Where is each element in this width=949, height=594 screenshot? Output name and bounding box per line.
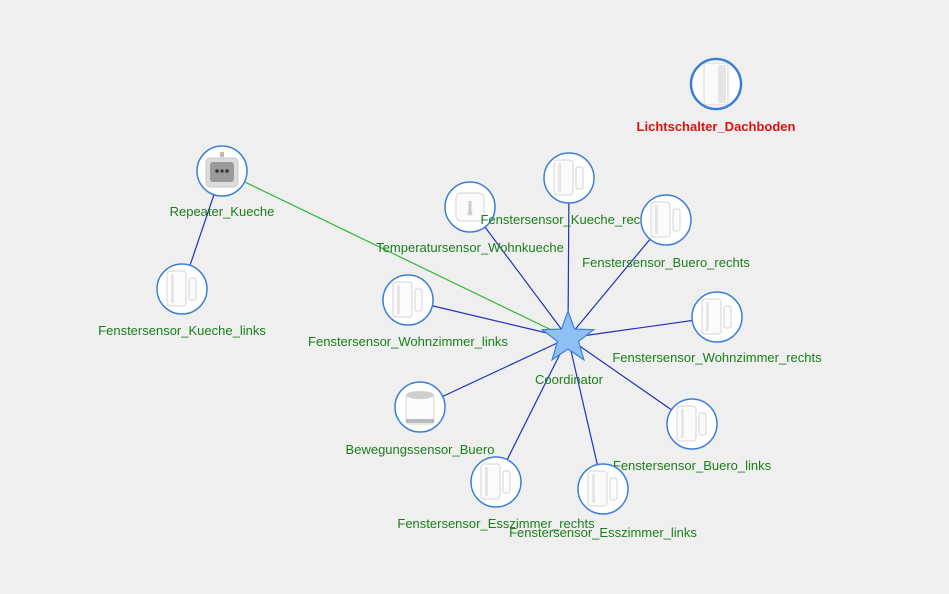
link-coordinator-fenstersensor-esszimmer-rechts	[495, 337, 569, 483]
coordinator-node[interactable]: Coordinator	[535, 309, 604, 387]
node-label: Fenstersensor_Esszimmer_rechts	[397, 516, 595, 531]
motion-sensor-icon	[405, 391, 435, 425]
link-coordinator-repeater-kueche	[221, 170, 569, 339]
device-node-repeater-kueche[interactable]: Repeater_Kueche	[170, 145, 275, 219]
light-switch-icon	[703, 62, 729, 106]
node-label: Fenstersensor_Buero_rechts	[582, 255, 750, 270]
node-label: Fenstersensor_Kueche_rechts	[480, 212, 658, 227]
nodes-layer: Repeater_KuecheFenstersensor_Kueche_link…	[98, 57, 822, 540]
device-node-temperatursensor-wohnkueche[interactable]: Temperatursensor_Wohnkueche	[376, 181, 564, 255]
star-icon	[540, 309, 596, 362]
device-node-fenstersensor-esszimmer-links[interactable]: Fenstersensor_Esszimmer_links	[509, 463, 697, 540]
link-coordinator-bewegungssensor-buero	[419, 337, 569, 408]
device-node-fenstersensor-kueche-rechts[interactable]: Fenstersensor_Kueche_rechts	[480, 152, 658, 227]
device-node-fenstersensor-buero-rechts[interactable]: Fenstersensor_Buero_rechts	[582, 194, 750, 270]
window-sensor-icon	[701, 298, 732, 335]
window-sensor-icon	[392, 281, 423, 318]
device-node-fenstersensor-kueche-links[interactable]: Fenstersensor_Kueche_links	[98, 263, 266, 338]
window-sensor-icon	[480, 463, 511, 500]
node-label: Lichtschalter_Dachboden	[637, 119, 796, 134]
node-label: Bewegungssensor_Buero	[346, 442, 495, 457]
node-label: Fenstersensor_Wohnzimmer_links	[308, 334, 508, 349]
links-layer	[181, 170, 718, 490]
device-node-fenstersensor-wohnzimmer-rechts[interactable]: Fenstersensor_Wohnzimmer_rechts	[612, 291, 822, 365]
link-coordinator-fenstersensor-wohnzimmer-links	[407, 299, 569, 339]
window-sensor-icon	[676, 405, 707, 442]
window-sensor-icon	[166, 270, 197, 307]
node-label: Fenstersensor_Kueche_links	[98, 323, 266, 338]
device-node-bewegungssensor-buero[interactable]: Bewegungssensor_Buero	[346, 381, 495, 457]
node-label: Fenstersensor_Wohnzimmer_rechts	[612, 350, 822, 365]
node-label: Temperatursensor_Wohnkueche	[376, 240, 564, 255]
device-node-fenstersensor-esszimmer-rechts[interactable]: Fenstersensor_Esszimmer_rechts	[397, 456, 595, 531]
device-node-fenstersensor-buero-links[interactable]: Fenstersensor_Buero_links	[613, 398, 772, 473]
node-label: Fenstersensor_Buero_links	[613, 458, 772, 473]
node-label: Fenstersensor_Esszimmer_links	[509, 525, 697, 540]
link-coordinator-temperatursensor-wohnkueche	[469, 206, 569, 339]
window-sensor-icon	[587, 470, 618, 507]
link-coordinator-fenstersensor-esszimmer-links	[567, 337, 604, 490]
power-plug-icon	[205, 152, 239, 188]
window-sensor-icon	[650, 201, 681, 238]
temperature-sensor-icon	[455, 192, 485, 222]
node-label: Repeater_Kueche	[170, 204, 275, 219]
node-label: Coordinator	[535, 372, 604, 387]
window-sensor-icon	[553, 159, 584, 196]
device-node-fenstersensor-wohnzimmer-links[interactable]: Fenstersensor_Wohnzimmer_links	[308, 274, 508, 349]
device-node-lichtschalter-dachboden[interactable]: Lichtschalter_Dachboden	[637, 57, 796, 134]
